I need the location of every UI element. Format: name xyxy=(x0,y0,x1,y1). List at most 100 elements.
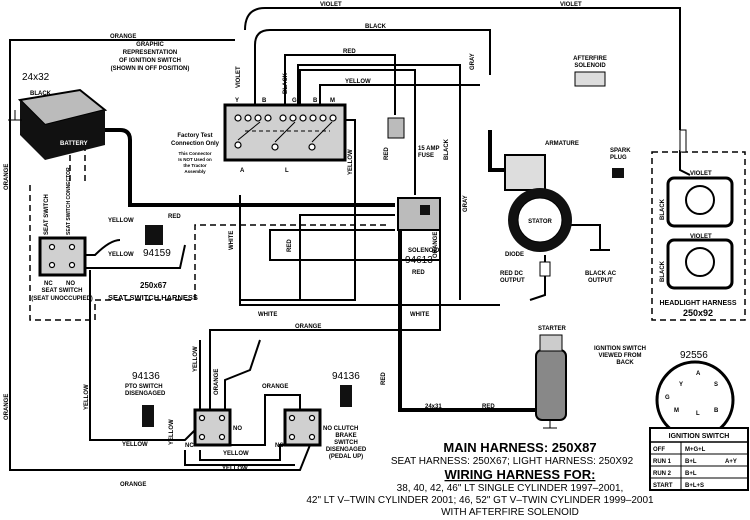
label-components-fuse-1: FUSE xyxy=(418,153,434,159)
label-components-ignition-graphic-1: REPRESENTATION xyxy=(123,50,177,56)
label-ignition-table-rows-1-0: RUN 1 xyxy=(653,459,672,465)
label-wire-labels-orange-vert: ORANGE xyxy=(433,232,439,258)
label-components-clutch-caption-2: SWITCH xyxy=(334,440,358,446)
label-wire-labels-orange-pto-vert: ORANGE xyxy=(214,369,220,395)
label-components-spark-plug-1: PLUG xyxy=(610,155,627,161)
label-components-ignition-back-pins-4: M xyxy=(674,408,679,414)
label-components-ignition-back-pins-3: G xyxy=(665,395,670,401)
label-ignition-table-title: IGNITION SWITCH xyxy=(669,433,730,440)
label-components-ignition-back-caption-0: IGNITION SWITCH xyxy=(594,346,646,352)
clutch-brake-switch: 94136 NC NO CLUTCH BRAKE SWITCH DISENGAG… xyxy=(275,371,367,460)
label-components-clutch-caption-1: BRAKE xyxy=(335,433,356,439)
label-ignition-table-rows-3-0: START xyxy=(653,483,673,489)
seat-yellow-top xyxy=(85,239,121,256)
label-components-seat-switch-vert: SEAT SWITCH xyxy=(44,194,50,235)
label-wire-labels-red-starter: RED xyxy=(482,404,495,410)
label-components-clutch-caption-3: DISENGAGED xyxy=(326,447,367,453)
label-wire-labels-orange-left-low: ORANGE xyxy=(4,394,10,420)
label-components-stator: STATOR xyxy=(528,219,552,225)
label-components-armature: ARMATURE xyxy=(545,141,579,147)
armature-lead xyxy=(488,130,505,172)
label-components-pto-caption-0: PTO SWITCH xyxy=(125,384,163,390)
red-starter-cable xyxy=(398,230,535,412)
label-wire-labels-yellow-seat-top: YELLOW xyxy=(108,218,134,224)
label-components-ignition-terminals-4: M xyxy=(330,98,335,104)
seat-switch: SEAT SWITCH SEAT SWITCH CONNECTOR NC NO … xyxy=(31,167,198,302)
label-ignition-table-rows-2-1: B+L xyxy=(685,471,697,477)
label-ignition-table-rows-3-1: B+L+S xyxy=(685,483,704,489)
wire-labels: VIOLET VIOLET ORANGE BLACK RED YELLOW VI… xyxy=(4,2,582,488)
label-components-nc: NC xyxy=(275,443,284,449)
red-wire-vert xyxy=(299,214,395,300)
engine-components: 15 AMP FUSE AFTERFIRE SOLENOID ARMATURE … xyxy=(387,56,631,284)
pto-switch-icon xyxy=(142,405,154,427)
label-components-nc: NC xyxy=(185,443,194,449)
label-components-ignition-back-pins-2: S xyxy=(714,382,718,388)
black-wire-vert xyxy=(299,69,416,195)
yellow-bottom1 xyxy=(199,444,290,461)
label-components-black-ac-output-0: BLACK AC xyxy=(585,271,617,277)
harness-outlines xyxy=(29,145,746,321)
label-wire-labels-red-fuse: RED xyxy=(384,147,390,160)
label-wire-labels-white-vert: WHITE xyxy=(229,231,235,250)
label-footer-line3: WITH AFTERFIRE SOLENOID xyxy=(441,507,579,518)
label-components-seat-switch-caption-1: (SEAT UNOCCUPIED) xyxy=(31,296,93,302)
main-harness-title: MAIN HARNESS: 250X87 xyxy=(443,440,596,455)
label-ignition-table-rows-1-2: A+Y xyxy=(725,459,737,465)
label-components-ignition-terminals-0: Y xyxy=(235,98,239,104)
label-wire-labels-orange-top: ORANGE xyxy=(110,34,136,40)
violet-wire-top xyxy=(244,7,681,130)
orange-pto-vert xyxy=(224,339,261,410)
armature xyxy=(504,154,546,191)
label-wire-labels-yellow-top: YELLOW xyxy=(345,79,371,85)
wires xyxy=(9,7,691,471)
label-footer-sub-harness: SEAT HARNESS: 250X67; LIGHT HARNESS: 250… xyxy=(391,456,634,467)
label-components-red-dc-output-1: OUTPUT xyxy=(500,278,525,284)
label-components-clutch-caption-4: (PEDAL UP) xyxy=(329,454,363,460)
label-components-no: NO xyxy=(233,426,242,432)
label-wire-labels-orange-left: ORANGE xyxy=(4,164,10,190)
white-wire-horiz xyxy=(239,300,500,306)
label-wire-labels-yellow-pto-vert: YELLOW xyxy=(193,346,199,372)
label-components-pto-caption-1: DISENGAGED xyxy=(125,391,166,397)
label-wire-labels-yellow-mid: YELLOW xyxy=(348,149,354,175)
connector-94159-icon xyxy=(145,225,163,245)
label-wire-labels-gray-mid: GRAY xyxy=(463,195,469,212)
label-ignition-table-rows-1-1: B+L xyxy=(685,459,697,465)
label-components-factory-note-2: the Tractor xyxy=(183,163,207,168)
violet-headlight xyxy=(679,150,691,176)
battery: BATTERY 24x32 xyxy=(8,72,108,160)
label-wire-labels-red-starter-vert: RED xyxy=(381,372,387,385)
label-components-no: NO xyxy=(323,426,332,432)
label-components-starter-cable: 24x31 xyxy=(425,404,442,410)
label-wire-labels-red-top: RED xyxy=(343,49,356,55)
seat-red xyxy=(85,244,186,269)
label-wire-labels-red-horiz: RED xyxy=(412,270,425,276)
black-battery-cable xyxy=(100,128,395,207)
label-wire-labels-violet-headlight1: VIOLET xyxy=(690,171,712,177)
label-wire-labels-yellow-seat-bottom: YELLOW xyxy=(108,252,134,258)
orange-bottom xyxy=(9,300,311,471)
label-wire-labels-black-headlight2: BLACK xyxy=(660,260,666,282)
spark-plug xyxy=(612,168,624,178)
yellow-bottom2 xyxy=(184,450,295,466)
solenoid: SOLENOID 94613 xyxy=(397,197,441,266)
label-wire-labels-white-horiz: WHITE xyxy=(258,312,277,318)
label-wire-labels-black-vert2: BLACK xyxy=(444,138,450,160)
clutch-switch-icon xyxy=(340,385,352,407)
label-components-clutch-part: 94136 xyxy=(332,371,360,382)
headlight-harness: VIOLET VIOLET BLACK BLACK HEADLIGHT HARN… xyxy=(659,129,737,318)
label-wire-labels-yellow-bottom2: YELLOW xyxy=(223,451,249,457)
label-components-seat-harness: SEAT SWITCH HARNESS xyxy=(108,293,198,302)
label-components-seat-switch-caption-0: SEAT SWITCH xyxy=(42,288,83,294)
label-components-ignition-back-caption-2: BACK xyxy=(616,360,634,366)
label-components-ignition-back-part: 92556 xyxy=(680,350,708,361)
fuse xyxy=(387,117,405,139)
label-components-factory-test-1: Connection Only xyxy=(171,141,220,147)
label-components-ignition-back-pins-0: A xyxy=(696,371,701,377)
label-wire-labels-yellow-left-vert: YELLOW xyxy=(84,384,90,410)
label-wire-labels-yellow-pto-left: YELLOW xyxy=(122,442,148,448)
label-components-ignition-graphic-0: GRAPHIC xyxy=(136,42,164,48)
label-wire-labels-white-horiz2: WHITE xyxy=(410,312,429,318)
